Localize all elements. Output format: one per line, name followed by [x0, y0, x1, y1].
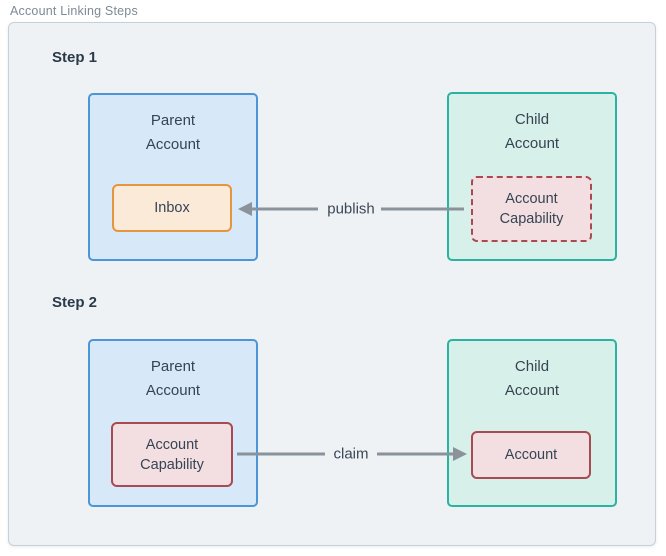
step1-account-capability-node: Account Capability — [471, 176, 592, 242]
step2-child-account-title: Child Account — [504, 358, 560, 399]
step2-parent-account-title: Parent Account — [145, 358, 201, 399]
publish-arrow-label: publish — [327, 200, 375, 218]
step-1-label: Step 1 — [52, 49, 98, 66]
step1-parent-account-title: Parent Account — [145, 112, 201, 153]
step1-parent-account-box: Parent Account Inbox — [88, 93, 258, 261]
step-2-label: Step 2 — [52, 294, 98, 311]
step2-account-capability-label: Account Capability — [140, 436, 204, 473]
diagram-container: Step 1 Parent Account Inbox Child Accoun… — [8, 22, 656, 546]
step1-child-account-box: Child Account Account Capability — [447, 92, 617, 261]
step1-inbox-node: Inbox — [112, 184, 232, 232]
step2-child-account-box: Child Account Account — [447, 339, 617, 507]
step2-parent-account-box: Parent Account Account Capability — [88, 339, 258, 507]
claim-arrow-label: claim — [333, 445, 369, 463]
step2-account-label: Account — [504, 447, 558, 463]
step1-child-account-title: Child Account — [504, 111, 560, 152]
page-title: Account Linking Steps — [10, 4, 138, 18]
step2-account-node: Account — [471, 431, 591, 479]
step2-account-capability-node: Account Capability — [111, 422, 233, 487]
step1-inbox-label: Inbox — [154, 200, 190, 216]
step1-account-capability-label: Account Capability — [499, 191, 564, 227]
